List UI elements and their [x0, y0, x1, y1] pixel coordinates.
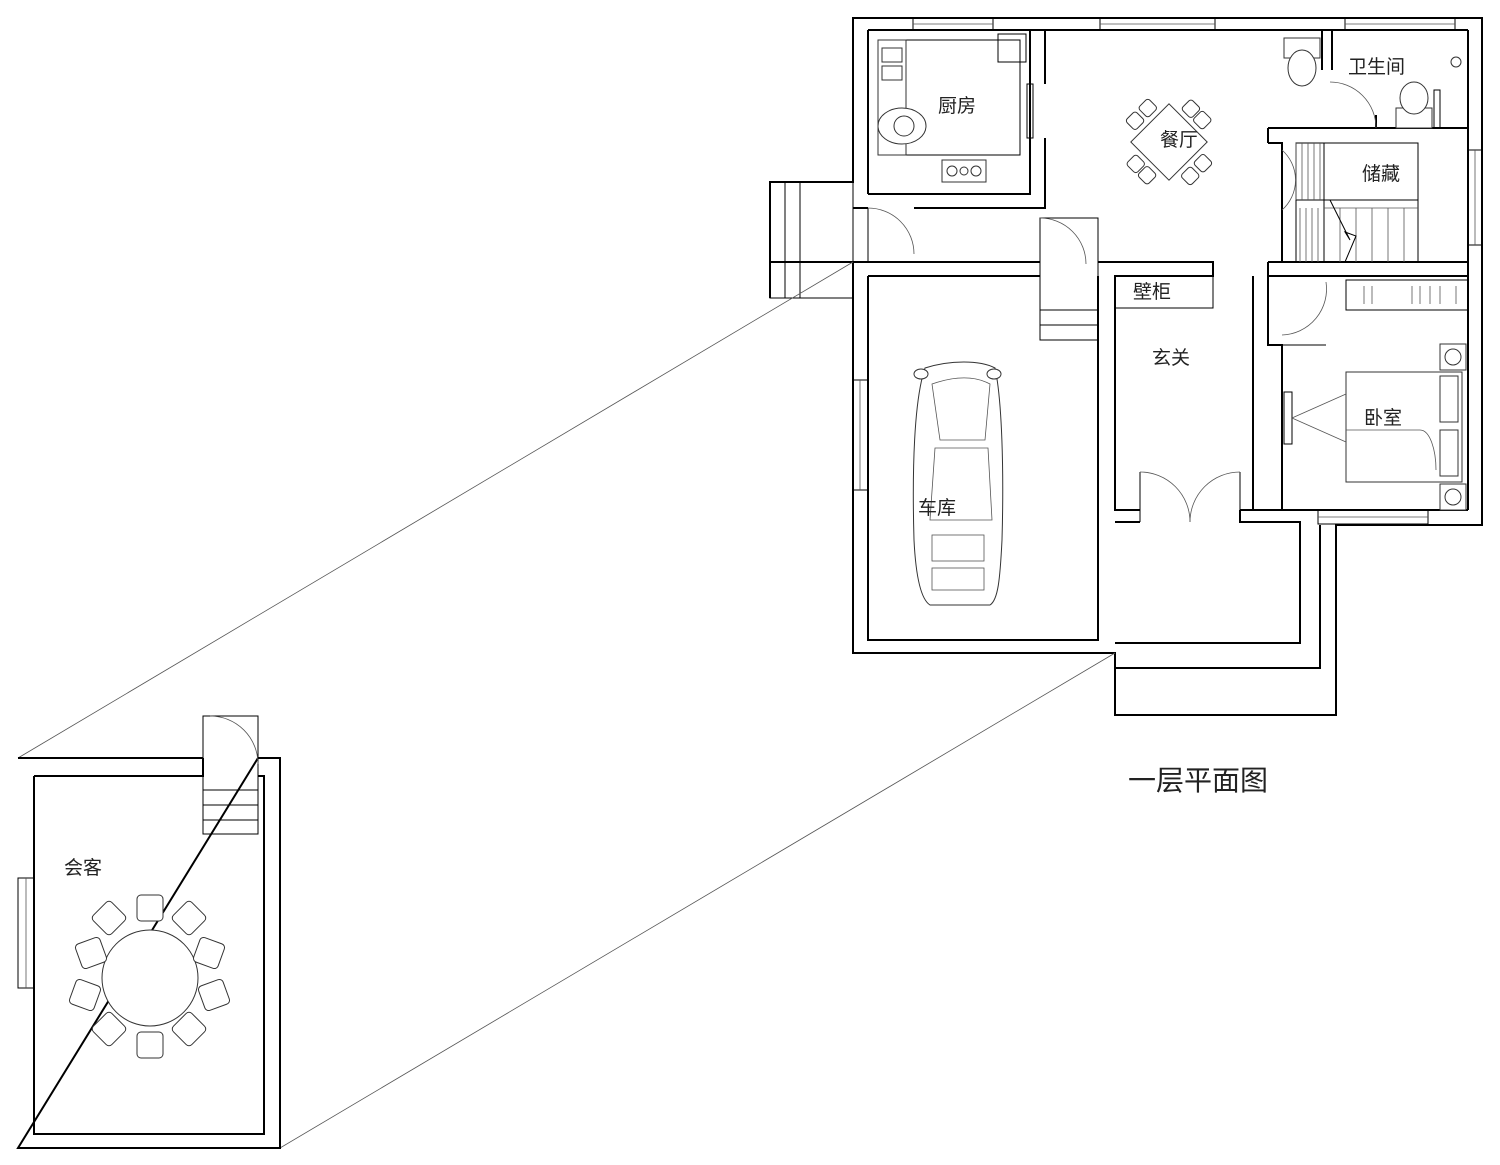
label-wardrobe: 壁柜 — [1133, 281, 1171, 303]
dining-table — [1125, 98, 1213, 186]
projection-lines — [17, 261, 1116, 1149]
windows — [852, 17, 1483, 525]
label-bedroom: 卧室 — [1364, 407, 1402, 429]
plan-title: 一层平面图 — [1128, 764, 1268, 797]
car — [912, 361, 1004, 606]
label-foyer: 玄关 — [1152, 347, 1190, 369]
reception-room — [16, 715, 281, 1149]
label-storage: 储藏 — [1362, 163, 1400, 185]
interior-walls — [769, 30, 1468, 641]
bedroom-furniture — [1283, 279, 1469, 511]
reception-chairs — [68, 894, 231, 1059]
doors — [867, 81, 1377, 523]
label-kitchen: 厨房 — [938, 95, 976, 117]
room-labels: 厨房 餐厅 卫生间 储藏 壁柜 玄关 卧室 车库 会客 一层平面图 — [64, 56, 1405, 879]
label-garage: 车库 — [918, 497, 956, 519]
staircase — [1295, 142, 1419, 263]
kitchen-fixtures — [877, 33, 1027, 183]
label-bathroom: 卫生间 — [1348, 56, 1405, 78]
bathroom-fixtures — [1283, 37, 1462, 129]
label-reception: 会客 — [64, 857, 102, 879]
label-dining: 餐厅 — [1160, 129, 1198, 151]
